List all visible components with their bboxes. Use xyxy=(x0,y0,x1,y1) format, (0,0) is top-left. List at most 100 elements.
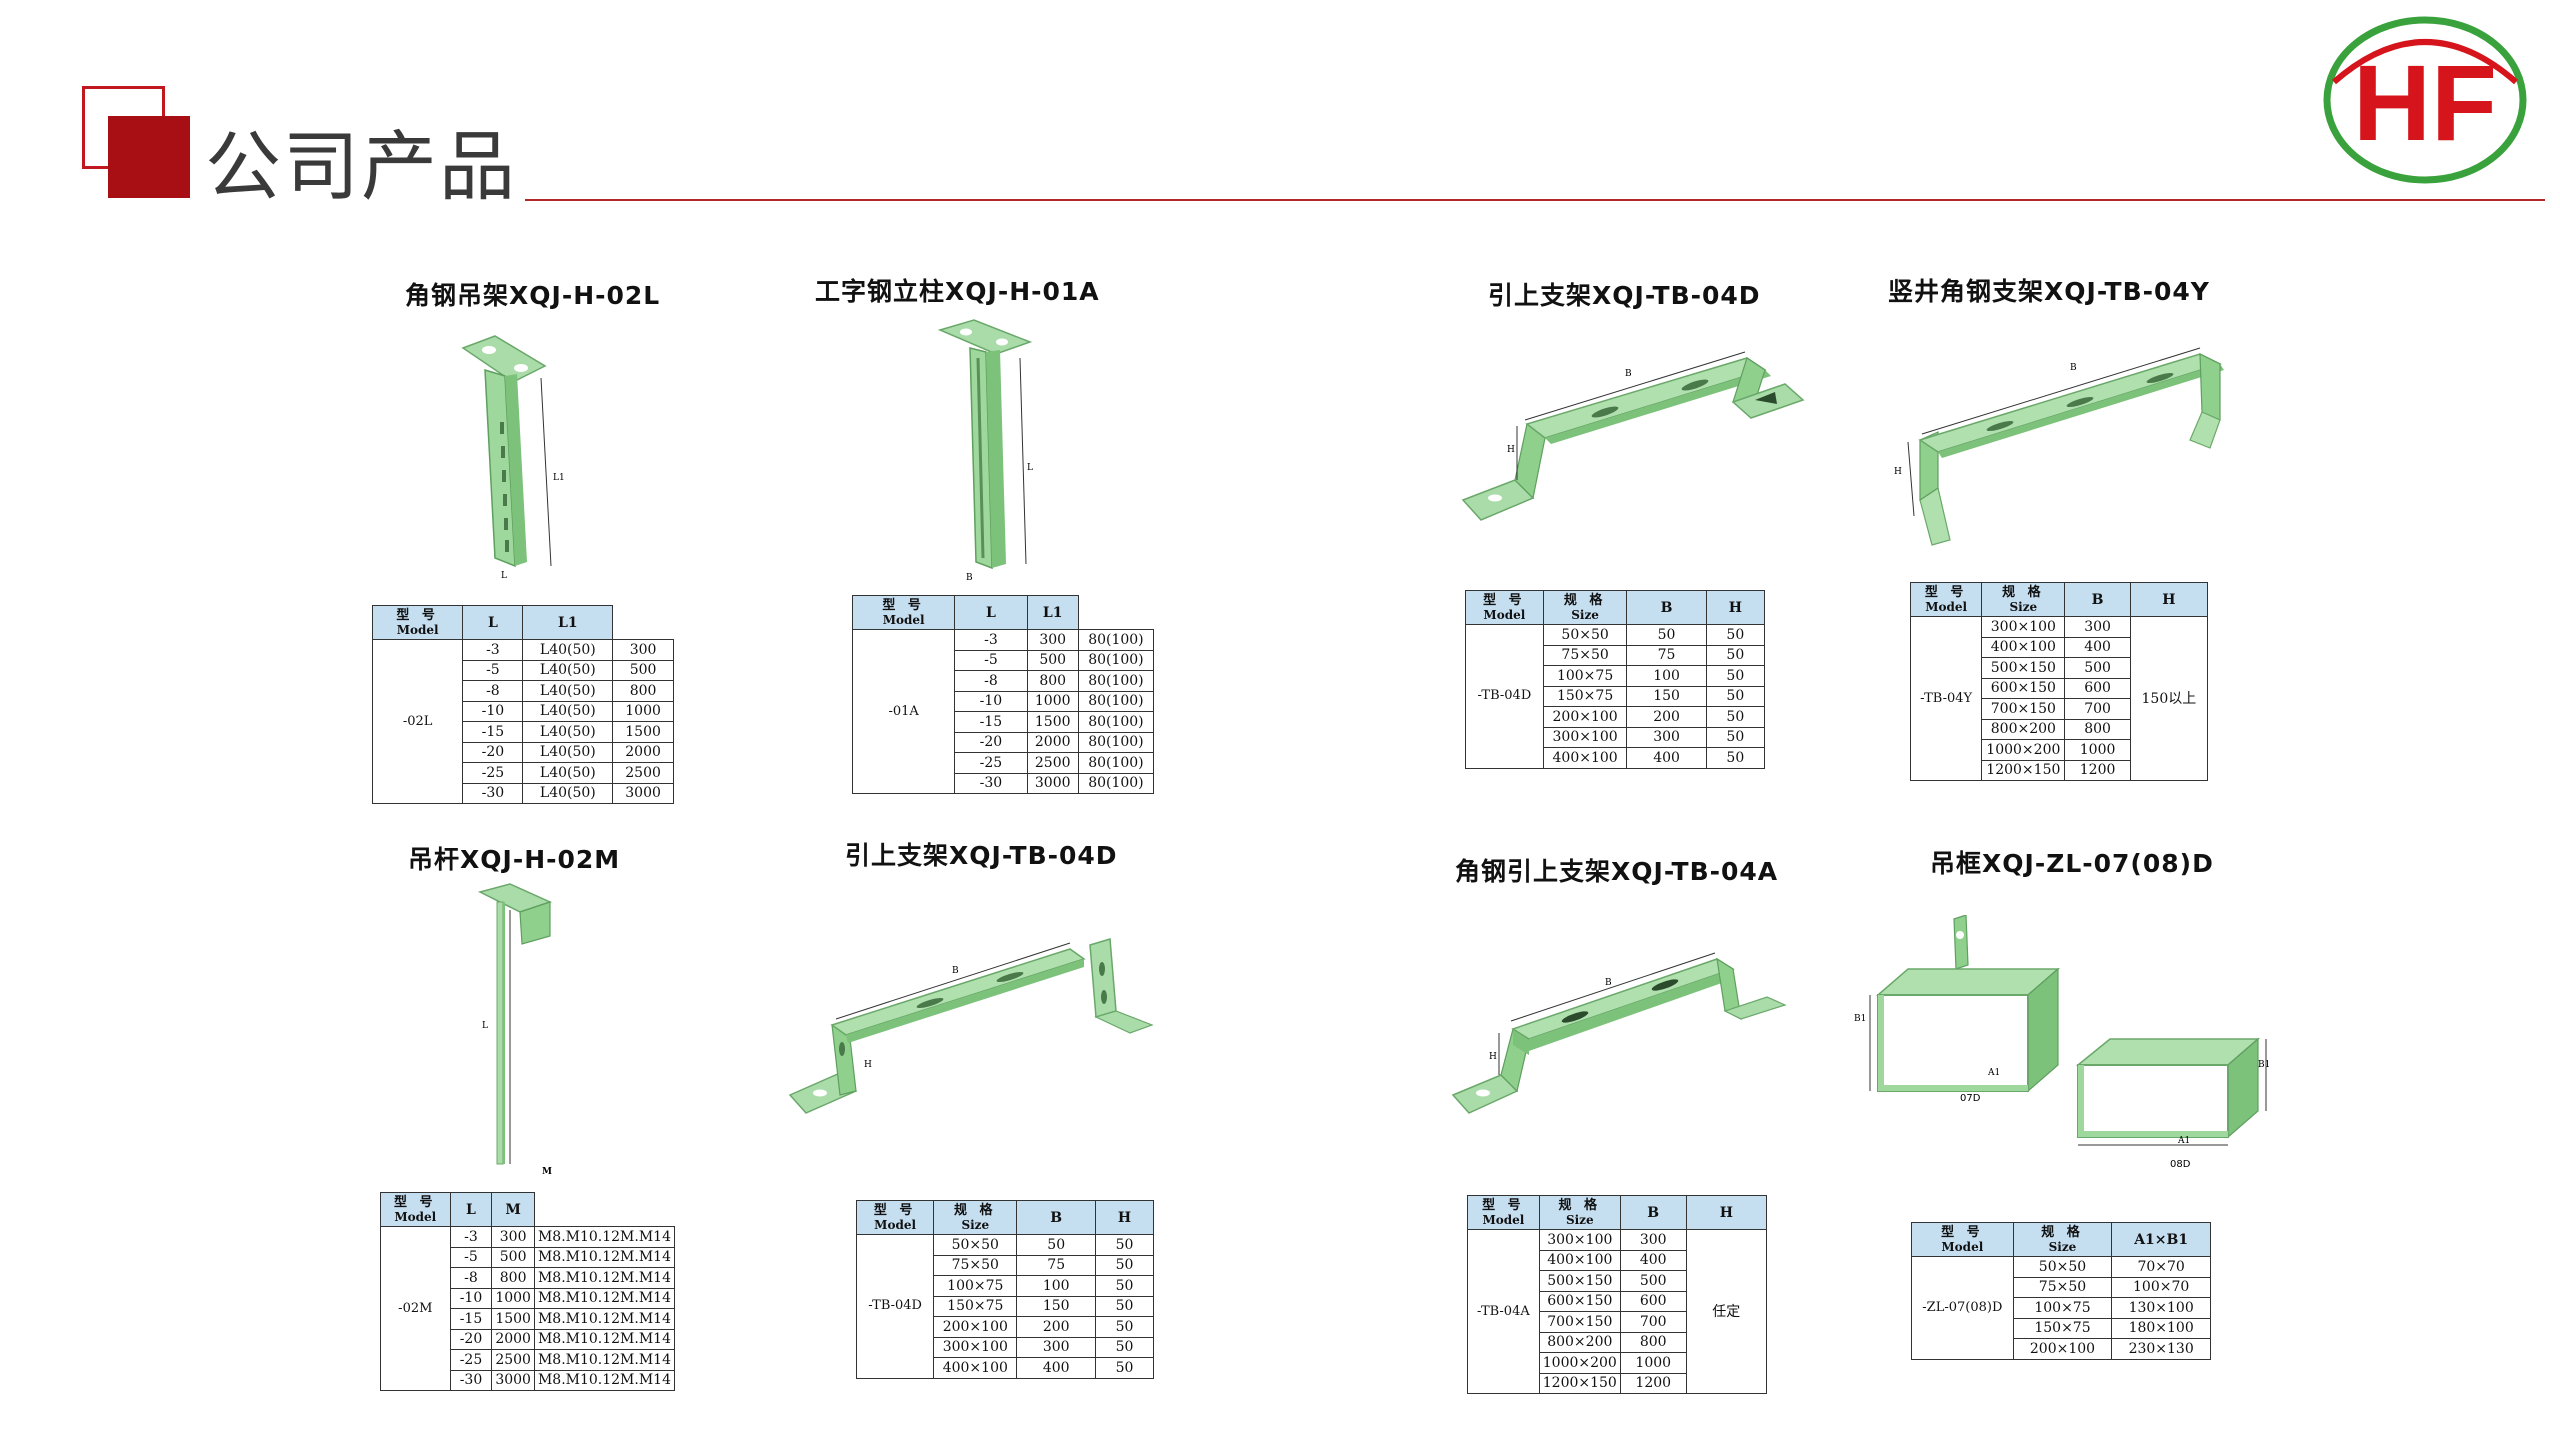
table-cell: -15 xyxy=(462,721,524,743)
table-cell: 2500 xyxy=(1026,752,1079,774)
table-cell: -8 xyxy=(462,680,524,702)
dim-l1-label: L1 xyxy=(553,473,565,483)
product-title-tb04d-2: 引上支架XQJ-TB-04D xyxy=(845,841,1118,870)
table-cell: -10 xyxy=(954,690,1028,712)
table-cell: 100×75 xyxy=(1542,665,1628,687)
table-cell: -02L xyxy=(371,639,464,804)
table-cell: 300×100 xyxy=(933,1336,1018,1358)
table-cell: 50 xyxy=(1705,685,1766,707)
table-cell: L40(50) xyxy=(522,659,614,681)
lead-up-bracket-image-2: B H xyxy=(788,938,1154,1114)
table-cell: 150×75 xyxy=(1542,685,1628,707)
angle-lead-up-bracket-image: B H xyxy=(1451,952,1787,1114)
table-cell: 800×200 xyxy=(1981,718,2066,740)
table-cell: -25 xyxy=(954,752,1028,774)
table-cell: 100×70 xyxy=(2111,1276,2211,1298)
table-cell: 50 xyxy=(1016,1234,1097,1256)
table-cell: -5 xyxy=(449,1246,493,1268)
table-cell: 2000 xyxy=(491,1328,535,1350)
table-cell: 400×100 xyxy=(933,1357,1018,1379)
table-cell: 1200×150 xyxy=(1538,1372,1621,1394)
table-cell: 400 xyxy=(1619,1249,1687,1271)
table-cell: 200×100 xyxy=(2012,1338,2113,1360)
table-cell: -25 xyxy=(449,1349,493,1371)
table-cell: 100×75 xyxy=(2012,1297,2113,1319)
product-title-h02m: 吊杆XQJ-H-02M xyxy=(408,845,621,874)
table-cell: 50×50 xyxy=(1542,624,1628,646)
table-cell: 1500 xyxy=(1026,711,1079,733)
dim-l-label: L xyxy=(501,571,507,580)
table-cell: -10 xyxy=(449,1287,493,1309)
table-cell: 1500 xyxy=(491,1308,535,1330)
table-cell: 230×130 xyxy=(2111,1338,2211,1360)
table-cell: 50 xyxy=(1705,624,1766,646)
table-cell: 400 xyxy=(1626,747,1707,769)
table-cell: 1000 xyxy=(1026,690,1079,712)
table-cell: 50 xyxy=(1705,747,1766,769)
table-cell: -25 xyxy=(462,762,524,784)
table-header-cell: H xyxy=(2129,582,2209,617)
table-cell: 50 xyxy=(1095,1295,1154,1317)
shaft-angle-bracket-image: B H xyxy=(1894,347,2224,546)
table-cell: L40(50) xyxy=(522,680,614,702)
table-cell: 130×100 xyxy=(2111,1297,2211,1319)
dim-b-label: B xyxy=(966,573,973,583)
dim-a1-label-2: A1 xyxy=(2177,1136,2190,1146)
table-cell: 800 xyxy=(1026,670,1079,692)
table-cell: -15 xyxy=(954,711,1028,733)
dim-l-label: L xyxy=(1027,463,1033,473)
table-cell: 1000 xyxy=(1619,1352,1687,1374)
table-cell: 800×200 xyxy=(1538,1331,1621,1353)
table-cell: 500 xyxy=(1026,649,1079,671)
table-cell: 50 xyxy=(1095,1316,1154,1338)
dim-b1-label-2: B1 xyxy=(2258,1060,2270,1070)
company-logo: HF xyxy=(2323,16,2527,184)
table-cell: 150以上 xyxy=(2129,616,2209,781)
table-cell: 70×70 xyxy=(2111,1256,2211,1278)
product-title-tb04d: 引上支架XQJ-TB-04D xyxy=(1488,281,1761,310)
table-cell: -02M xyxy=(380,1226,451,1391)
table-cell: 100 xyxy=(1016,1275,1097,1297)
table-cell: 600 xyxy=(2064,677,2131,699)
table-cell: M8.M10.12M.M14 xyxy=(533,1287,676,1309)
table-cell: 700 xyxy=(1619,1311,1687,1333)
table-cell: 3000 xyxy=(612,782,674,804)
table-cell: 2000 xyxy=(1026,731,1079,753)
table-cell: 1200×150 xyxy=(1981,759,2066,781)
table-header-cell: L xyxy=(954,595,1028,630)
table-cell: 75×50 xyxy=(1542,644,1628,666)
table-cell: 50 xyxy=(1095,1254,1154,1276)
table-cell: -30 xyxy=(954,772,1028,794)
table-cell: 200×100 xyxy=(1542,706,1628,728)
angle-hanger-image: L1 L xyxy=(461,335,565,580)
dim-b1-label: B1 xyxy=(1854,1014,1866,1024)
table-cell: M8.M10.12M.M14 xyxy=(533,1246,676,1268)
table-cell: 50 xyxy=(1095,1234,1154,1256)
table-cell: 2500 xyxy=(491,1349,535,1371)
table-cell: 500 xyxy=(491,1246,535,1268)
table-cell: 300 xyxy=(491,1226,535,1248)
table-cell: 500 xyxy=(2064,657,2131,679)
table-cell: 400 xyxy=(2064,636,2131,658)
